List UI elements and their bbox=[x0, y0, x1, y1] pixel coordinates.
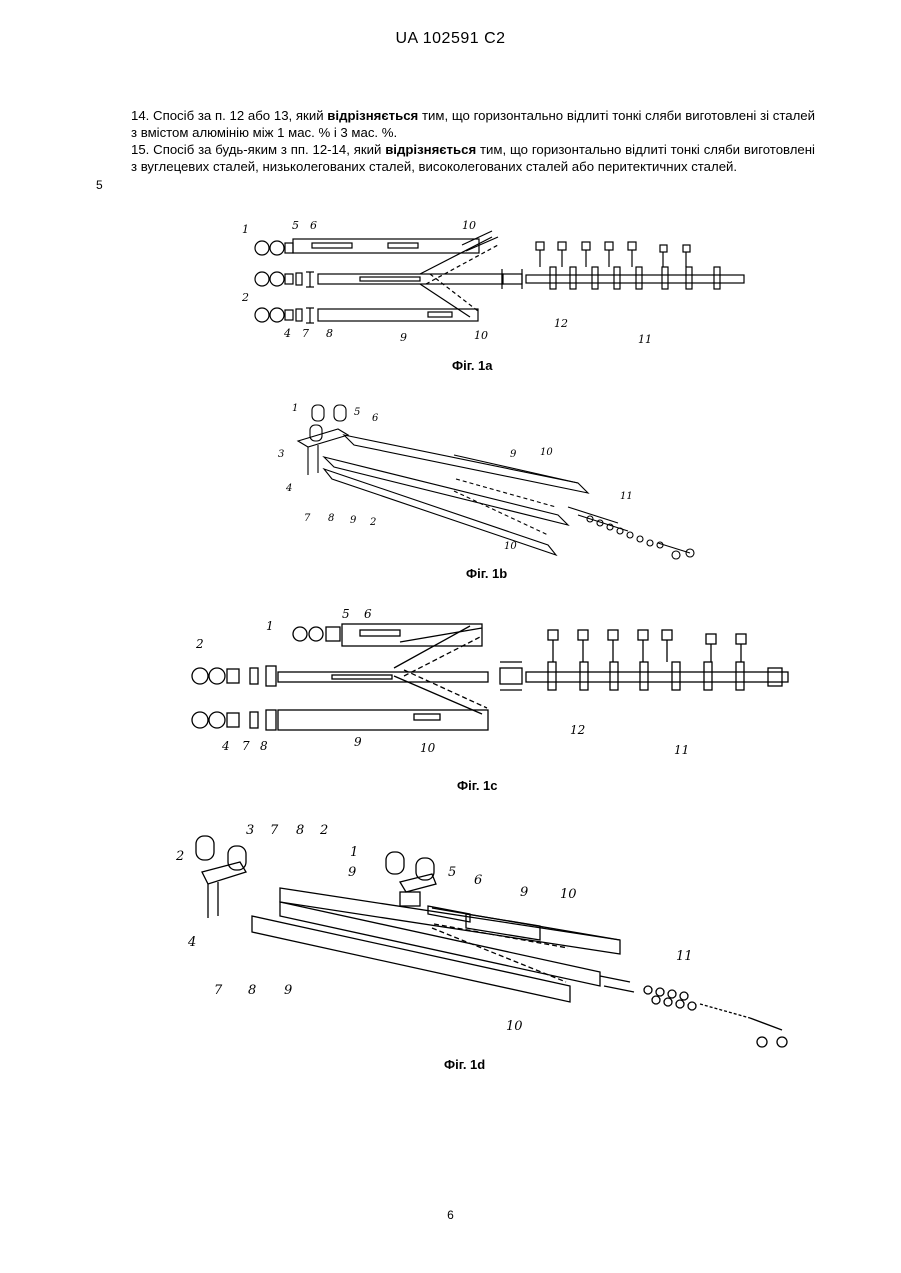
fig1a-label-7: 7 bbox=[302, 327, 309, 340]
claim-14-bold: відрізняється bbox=[327, 108, 418, 123]
line-number: 5 bbox=[96, 178, 103, 192]
fig1c-label-8: 8 bbox=[260, 739, 268, 753]
fig1c-label-1: 1 bbox=[266, 619, 274, 633]
figure-1b-caption: Фіг. 1b bbox=[466, 566, 507, 581]
fig1a-label-9: 9 bbox=[400, 331, 407, 344]
fig1b-label-10-top: 10 bbox=[540, 447, 553, 458]
figure-1c-caption: Фіг. 1с bbox=[457, 778, 498, 793]
claim-14-lead: 14. Спосіб за п. 12 або 13, який bbox=[131, 108, 327, 123]
fig1c-label-11: 11 bbox=[674, 743, 689, 757]
fig1a-label-10-top: 10 bbox=[462, 219, 476, 232]
fig1b-label-6: 6 bbox=[372, 413, 379, 424]
fig1d-label-5: 5 bbox=[448, 865, 456, 880]
figure-1b-drawing: 1 5 6 3 4 7 8 9 9 10 2 10 11 bbox=[278, 395, 698, 560]
fig1d-label-3: 3 bbox=[246, 823, 254, 838]
claim-15: 15. Спосіб за будь-яким з пп. 12-14, яки… bbox=[131, 142, 815, 175]
fig1d-label-6: 6 bbox=[474, 873, 482, 888]
fig1b-label-11: 11 bbox=[620, 491, 633, 502]
fig1b-label-3: 3 bbox=[278, 449, 284, 460]
patent-header: UA 102591 C2 bbox=[0, 30, 901, 48]
fig1d-label-7-bottom: 7 bbox=[214, 983, 223, 998]
figure-1a-caption: Фіг. 1а bbox=[452, 358, 493, 373]
fig1d-label-2-left: 2 bbox=[175, 849, 184, 864]
rolling-stands-1b bbox=[587, 516, 663, 548]
figure-1a-drawing: 1 5 6 10 2 4 7 8 9 10 12 11 bbox=[230, 215, 740, 350]
rolling-stands-1d bbox=[644, 986, 750, 1018]
fig1d-label-2-top: 2 bbox=[319, 823, 328, 838]
fig1b-label-10-bottom: 10 bbox=[504, 541, 517, 552]
fig1c-label-12: 12 bbox=[570, 723, 585, 737]
fig1a-label-2: 2 bbox=[241, 291, 249, 304]
fig1c-label-7: 7 bbox=[242, 739, 250, 753]
fig1d-label-9-bottom: 9 bbox=[284, 983, 292, 998]
fig1a-label-10-bottom: 10 bbox=[474, 329, 488, 342]
figure-1c-drawing: 1 5 6 2 4 7 8 9 10 12 11 bbox=[182, 618, 802, 768]
fig1b-label-4: 4 bbox=[285, 483, 292, 494]
fig1c-label-6: 6 bbox=[364, 607, 372, 621]
fig1a-label-8: 8 bbox=[326, 327, 333, 340]
fig1c-label-9: 9 bbox=[354, 735, 362, 749]
fig1d-label-8-top: 8 bbox=[296, 823, 304, 838]
fig1c-label-2: 2 bbox=[195, 637, 204, 651]
fig1b-label-9b: 9 bbox=[510, 449, 517, 460]
figure-1d-caption: Фіг. 1d bbox=[444, 1057, 485, 1072]
fig1a-label-4: 4 bbox=[283, 327, 291, 340]
fig1a-label-5: 5 bbox=[292, 219, 299, 232]
claim-14: 14. Спосіб за п. 12 або 13, який відрізн… bbox=[131, 108, 815, 141]
figure-1d-drawing: 2 3 7 8 2 1 5 6 9 9 10 4 7 8 9 10 11 bbox=[170, 822, 810, 1052]
fig1a-label-11: 11 bbox=[638, 333, 652, 346]
fig1d-label-4: 4 bbox=[187, 935, 196, 950]
page-number: 6 bbox=[0, 1208, 901, 1222]
fig1d-label-7-top: 7 bbox=[270, 823, 279, 838]
fig1d-label-9-mid: 9 bbox=[348, 865, 356, 880]
fig1d-label-1: 1 bbox=[350, 845, 358, 860]
fig1b-label-9a: 9 bbox=[350, 515, 357, 526]
fig1d-label-11: 11 bbox=[676, 949, 693, 964]
claim-15-lead: 15. Спосіб за будь-яким з пп. 12-14, яки… bbox=[131, 142, 385, 157]
fig1c-label-5: 5 bbox=[342, 607, 350, 621]
fig1b-label-2: 2 bbox=[369, 517, 376, 528]
fig1b-label-8: 8 bbox=[328, 513, 334, 524]
fig1b-label-1: 1 bbox=[292, 403, 298, 414]
fig1d-label-10-bottom: 10 bbox=[506, 1019, 523, 1034]
fig1d-label-8-bottom: 8 bbox=[248, 983, 256, 998]
rolling-stands-1a bbox=[536, 242, 720, 289]
fig1d-label-10-top: 10 bbox=[560, 887, 577, 902]
rolling-stands-1c bbox=[548, 630, 782, 690]
fig1a-label-12: 12 bbox=[554, 317, 568, 330]
fig1c-label-4: 4 bbox=[221, 739, 230, 753]
fig1c-label-10: 10 bbox=[420, 741, 436, 755]
claim-15-bold: відрізняється bbox=[385, 142, 476, 157]
fig1a-label-1: 1 bbox=[242, 223, 249, 236]
fig1d-label-9-right: 9 bbox=[520, 885, 528, 900]
fig1b-label-7: 7 bbox=[304, 513, 311, 524]
fig1a-label-6: 6 bbox=[310, 219, 317, 232]
fig1b-label-5: 5 bbox=[354, 407, 360, 418]
